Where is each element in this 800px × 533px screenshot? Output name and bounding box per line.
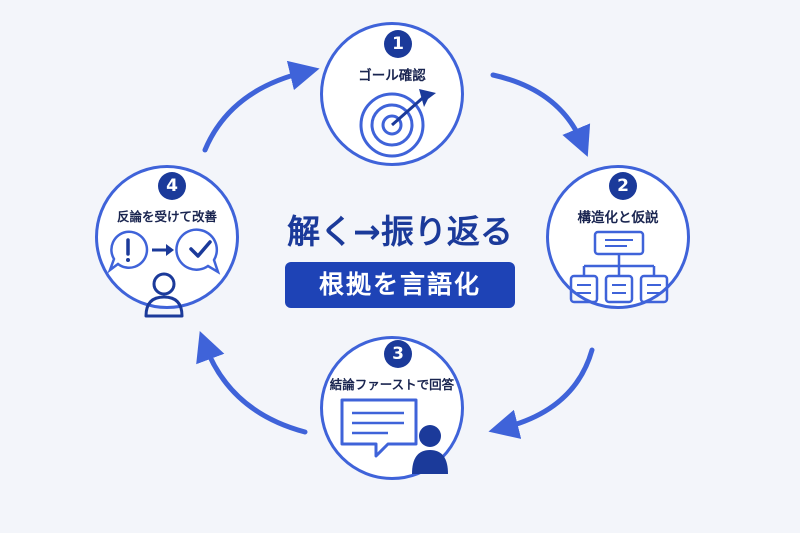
step-2-label: 構造化と仮説 xyxy=(577,210,659,226)
step-3-label: 結論ファーストで回答 xyxy=(329,377,455,392)
feedback-icon xyxy=(107,228,221,318)
step-2-number: 2 xyxy=(609,172,637,200)
speech-person-icon xyxy=(340,398,448,474)
step-1-label: ゴール確認 xyxy=(358,68,426,84)
arrow-2-to-3 xyxy=(488,347,595,439)
step-3-number: 3 xyxy=(384,340,412,368)
arrow-4-to-1 xyxy=(202,60,320,153)
step-1-number: 1 xyxy=(384,30,412,58)
arrow-1-to-2 xyxy=(490,72,591,157)
arrow-3-to-4 xyxy=(196,330,308,435)
step-4-label: 反論を受けて改善 xyxy=(116,209,217,224)
center-title: 解く→振り返る xyxy=(287,212,513,251)
center-subtitle-banner: 根拠を言語化 xyxy=(285,262,515,308)
step-4-number: 4 xyxy=(158,172,186,200)
target-icon xyxy=(359,89,436,158)
hierarchy-icon xyxy=(569,230,669,304)
